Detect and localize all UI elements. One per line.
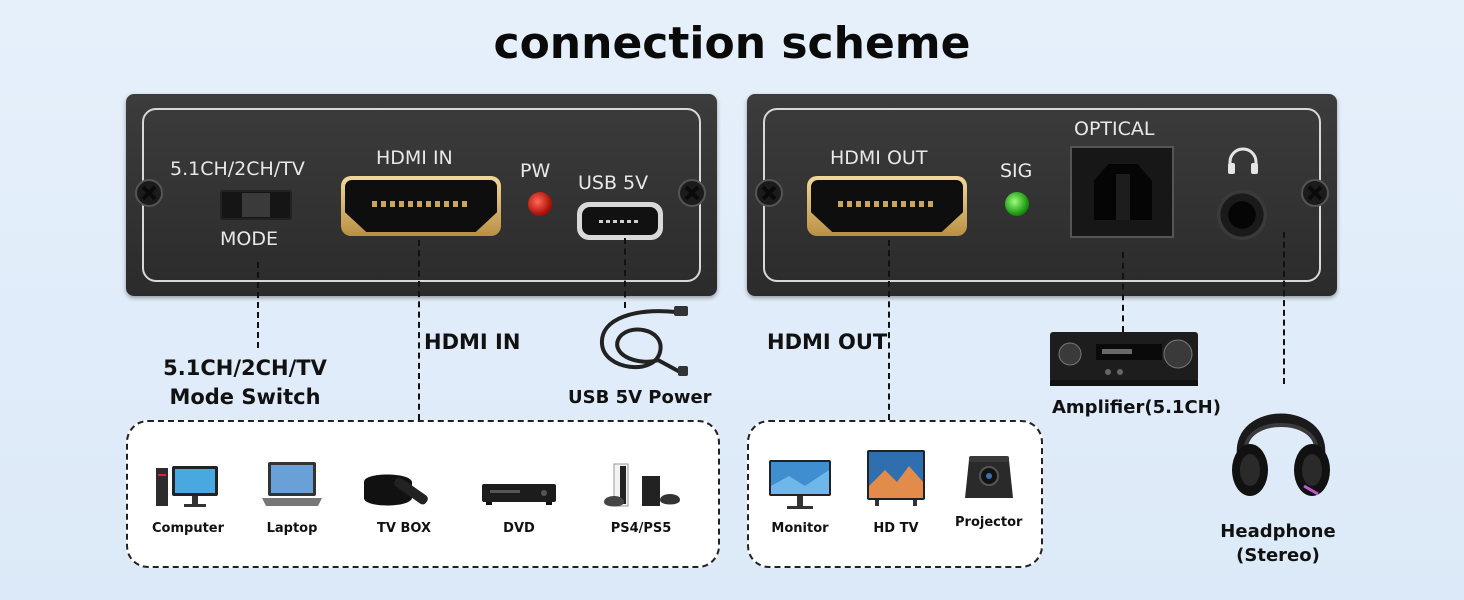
device-label: Projector	[955, 515, 1023, 530]
source-device-tv-box: TV BOX	[360, 462, 448, 536]
projector-icon	[964, 456, 1013, 498]
device-label: DVD	[503, 521, 535, 536]
device-label: TV BOX	[377, 521, 431, 536]
optical-label: OPTICAL	[1074, 118, 1155, 140]
display-device-tv: HD TV	[865, 446, 927, 536]
pw-label: PW	[520, 160, 551, 182]
device-label: Laptop	[266, 521, 318, 536]
screw-icon	[1301, 179, 1329, 207]
hdmi-in-label: HDMI IN	[376, 147, 453, 169]
optical-connector-line	[1122, 252, 1124, 332]
usb-label: USB 5V	[578, 172, 649, 194]
headphone-jack[interactable]	[1217, 190, 1267, 240]
headphone-callout: Headphone (Stereo)	[1220, 521, 1336, 566]
display-device-projector: Projector	[955, 446, 1022, 530]
hdmi-out-port[interactable]	[807, 176, 967, 236]
amplifier-callout: Amplifier(5.1CH)	[1052, 397, 1221, 418]
display-devices-group: Monitor HD TV Projector	[747, 420, 1043, 568]
mode-label-bottom: MODE	[220, 228, 278, 250]
laptop-icon	[262, 462, 322, 506]
page-title: connection scheme	[493, 18, 971, 69]
source-device-dvd: DVD	[480, 476, 558, 536]
headphone-icon	[1232, 413, 1330, 496]
source-devices-group: Computer Laptop TV BOX DVD	[126, 420, 720, 568]
signal-led	[1005, 192, 1029, 216]
screw-icon	[135, 179, 163, 207]
mode-connector-line	[257, 262, 259, 348]
source-device-computer: Computer	[152, 462, 224, 536]
screw-icon	[678, 179, 706, 207]
output-side-panel: HDMI OUT SIG OPTICAL	[747, 94, 1337, 296]
hdmi-out-label: HDMI OUT	[830, 147, 928, 169]
hdmi-in-port[interactable]	[341, 176, 501, 236]
mode-switch[interactable]	[220, 190, 292, 220]
dvd-icon	[482, 484, 556, 505]
monitor-icon	[769, 460, 831, 509]
optical-port[interactable]	[1070, 146, 1174, 238]
hdmi-out-callout: HDMI OUT	[767, 330, 888, 354]
sig-label: SIG	[1000, 160, 1033, 182]
device-label: Computer	[152, 521, 225, 536]
game-console-icon	[604, 463, 680, 507]
input-side-panel: 5.1CH/2CH/TV MODE HDMI IN PW USB 5V	[126, 94, 717, 296]
source-device-console: PS4/PS5	[598, 460, 684, 536]
source-device-laptop: Laptop	[260, 460, 324, 536]
usb-power-callout: USB 5V Power	[568, 387, 712, 408]
amplifier-icon	[1050, 332, 1198, 386]
tv-icon	[867, 450, 925, 506]
screw-icon	[755, 179, 783, 207]
device-label: HD TV	[873, 521, 919, 536]
usb-cable-icon	[599, 306, 688, 376]
device-label: Monitor	[771, 521, 829, 536]
mode-switch-callout: 5.1CH/2CH/TV Mode Switch	[163, 356, 327, 409]
device-label: PS4/PS5	[610, 521, 672, 536]
mode-label-top: 5.1CH/2CH/TV	[170, 158, 305, 180]
display-device-monitor: Monitor	[767, 458, 833, 536]
computer-icon	[156, 466, 219, 507]
usb-connector-line	[624, 238, 626, 308]
hdmi-in-callout: HDMI IN	[424, 330, 521, 354]
power-led	[528, 192, 552, 216]
hdmi-out-connector-line	[888, 240, 890, 420]
headphone-icon	[1228, 147, 1258, 174]
headphone-connector-line	[1283, 232, 1285, 384]
usb-port[interactable]	[577, 202, 663, 240]
tv-box-icon	[364, 474, 428, 506]
hdmi-in-connector-line	[418, 240, 420, 420]
